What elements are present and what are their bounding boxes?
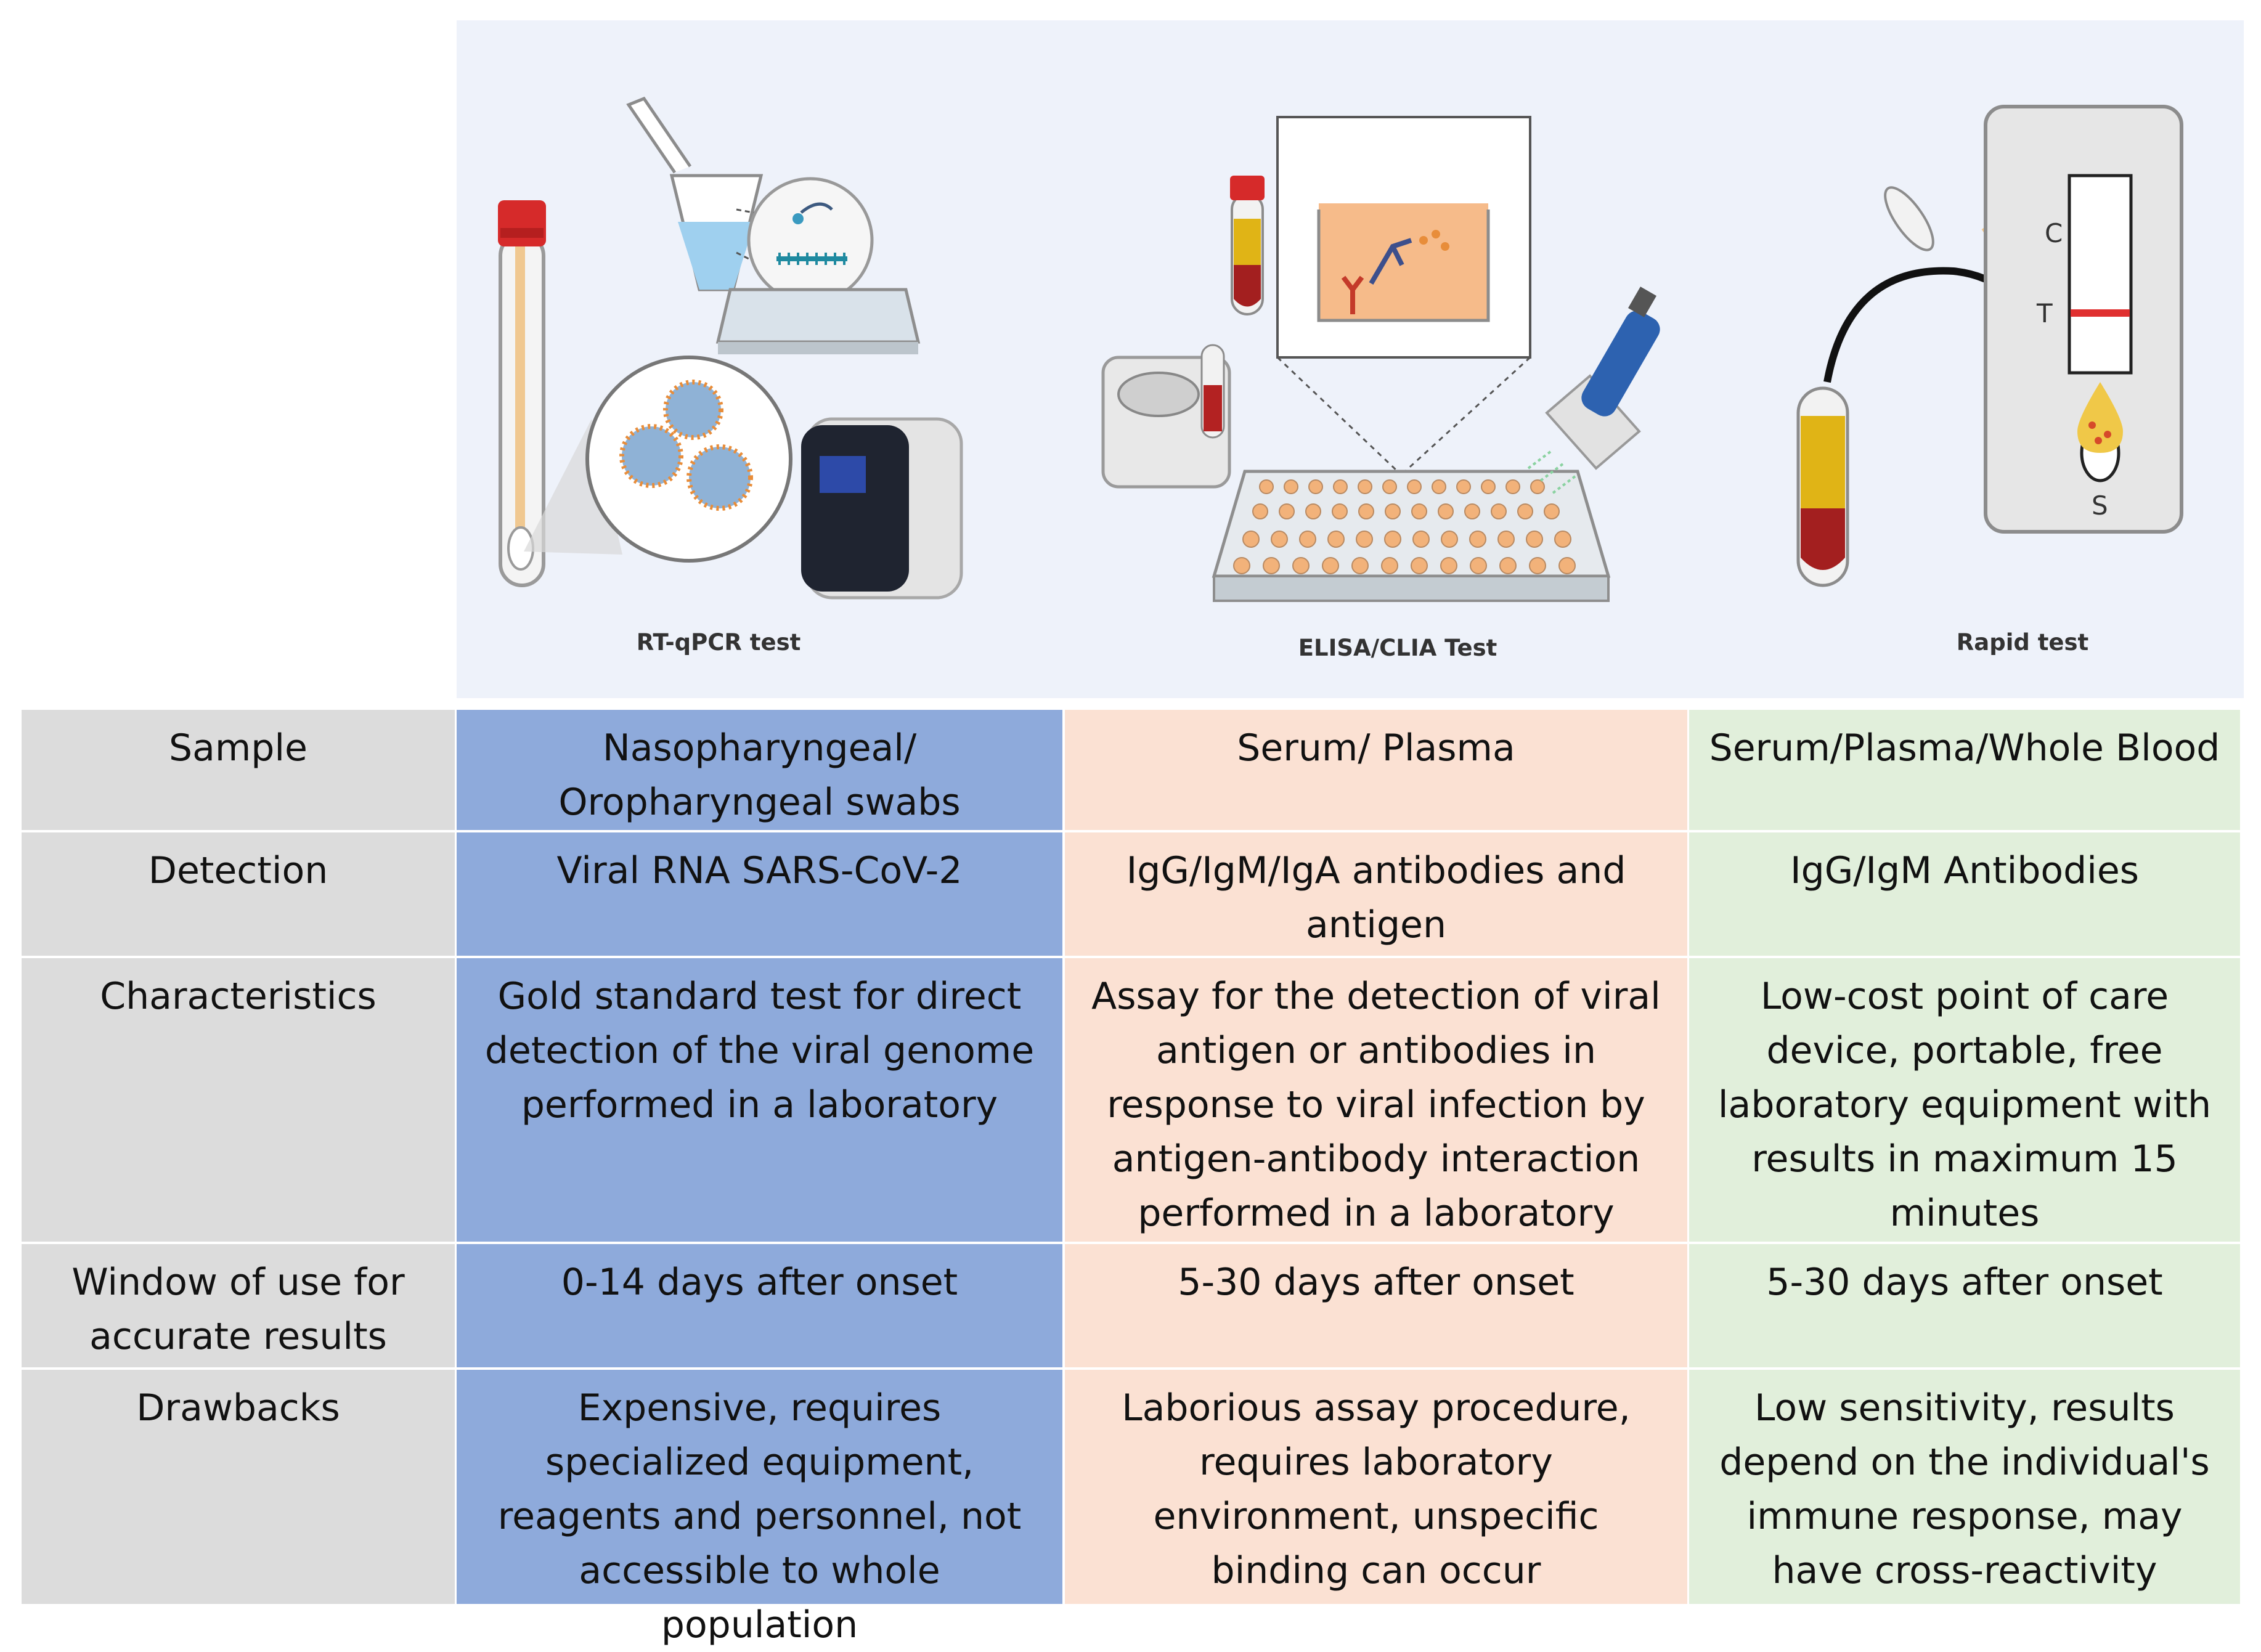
cell-text: Serum/ Plasma xyxy=(1237,726,1515,770)
cell-text: Assay for the detection of viral antigen… xyxy=(1091,975,1661,1235)
swab-tube-icon xyxy=(498,200,546,587)
cell-text: IgG/IgM Antibodies xyxy=(1790,849,2140,892)
cell-sample-rapid: Serum/Plasma/Whole Blood xyxy=(1689,710,2240,830)
cell-characteristics-rtqpcr: Gold standard test for direct detection … xyxy=(457,958,1062,1242)
illustration-artwork: C T S xyxy=(498,96,2183,602)
row-label-text: Detection xyxy=(148,849,328,892)
multichannel-pipette-icon xyxy=(1527,287,1660,494)
microtube-icon xyxy=(626,96,764,291)
cell-drawbacks-rtqpcr: Expensive, requires specialized equipmen… xyxy=(457,1370,1062,1646)
pcr-machine-icon xyxy=(801,417,963,600)
blood-tube-rapid-icon xyxy=(1796,386,1849,587)
caption-rapid: Rapid test xyxy=(1956,629,2089,656)
cassette-label-t: T xyxy=(2036,298,2053,328)
blood-tube-elisa-icon xyxy=(1230,176,1265,315)
centrifuge-icon xyxy=(1101,344,1231,489)
row-label-window: Window of use for accurate results xyxy=(22,1244,455,1367)
well-plate-small-icon xyxy=(715,288,921,354)
elisa-zoom-box xyxy=(1276,116,1531,473)
cell-text: Low sensitivity, results depend on the i… xyxy=(1719,1386,2210,1592)
cell-text: Expensive, requires specialized equipmen… xyxy=(497,1386,1022,1646)
cell-detection-elisa: IgG/IgM/IgA antibodies and antigen xyxy=(1065,832,1687,956)
cassette-label-s: S xyxy=(2092,490,2108,521)
cell-window-rtqpcr: 0-14 days after onset xyxy=(457,1244,1062,1367)
cell-text: Serum/Plasma/Whole Blood xyxy=(1709,726,2220,770)
cell-sample-elisa: Serum/ Plasma xyxy=(1065,710,1687,830)
cell-text: 0-14 days after onset xyxy=(561,1261,958,1304)
cell-text: Gold standard test for direct detection … xyxy=(484,975,1035,1126)
row-label-text: Characteristics xyxy=(100,975,377,1018)
virus-magnifier-icon xyxy=(524,356,792,563)
row-label-drawbacks: Drawbacks xyxy=(22,1370,455,1604)
cell-detection-rtqpcr: Viral RNA SARS-CoV-2 xyxy=(457,832,1062,956)
row-label-text: Sample xyxy=(169,726,308,770)
cell-text: 5-30 days after onset xyxy=(1178,1261,1575,1304)
cell-text: 5-30 days after onset xyxy=(1766,1261,2163,1304)
caption-rtqpcr: RT-qPCR test xyxy=(636,629,801,656)
row-label-sample: Sample xyxy=(22,710,455,830)
cell-drawbacks-elisa: Laborious assay procedure, requires labo… xyxy=(1065,1370,1687,1604)
row-label-text: Drawbacks xyxy=(136,1386,340,1430)
cell-characteristics-rapid: Low-cost point of care device, portable,… xyxy=(1689,958,2240,1242)
row-label-text: Window of use for accurate results xyxy=(71,1261,405,1358)
cell-text: Laborious assay procedure, requires labo… xyxy=(1122,1386,1631,1592)
row-label-detection: Detection xyxy=(22,832,455,956)
cell-characteristics-elisa: Assay for the detection of viral antigen… xyxy=(1065,958,1687,1242)
cell-text: Low-cost point of care device, portable,… xyxy=(1717,975,2212,1235)
caption-elisa: ELISA/CLIA Test xyxy=(1298,635,1497,661)
cassette-label-c: C xyxy=(2045,218,2063,248)
cell-drawbacks-rapid: Low sensitivity, results depend on the i… xyxy=(1689,1370,2240,1604)
cell-text: Viral RNA SARS-CoV-2 xyxy=(556,849,963,892)
cell-text: IgG/IgM/IgA antibodies and antigen xyxy=(1126,849,1626,946)
rapid-test-cassette-icon xyxy=(1984,105,2183,534)
elisa-plate-icon xyxy=(1212,470,1611,602)
cell-sample-rtqpcr: Nasopharyngeal/ Oropharyngeal swabs xyxy=(457,710,1062,830)
cell-detection-rapid: IgG/IgM Antibodies xyxy=(1689,832,2240,956)
row-label-characteristics: Characteristics xyxy=(22,958,455,1242)
cell-window-elisa: 5-30 days after onset xyxy=(1065,1244,1687,1367)
cell-window-rapid: 5-30 days after onset xyxy=(1689,1244,2240,1367)
cell-text: Nasopharyngeal/ Oropharyngeal swabs xyxy=(558,726,961,824)
